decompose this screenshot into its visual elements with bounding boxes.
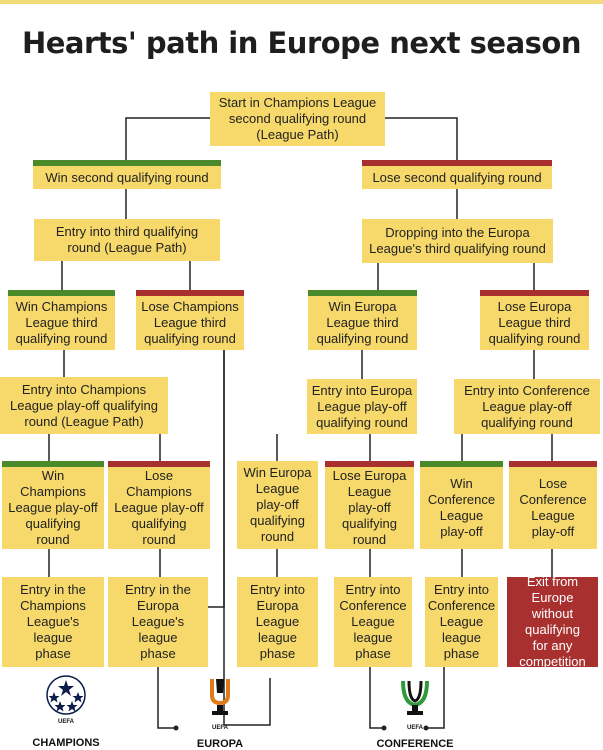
lose-el-third-qualifying-node: Lose Europa League third qualifying roun… bbox=[480, 290, 589, 350]
dropping-europa-third-qualifying-node: Dropping into the Europa League's third … bbox=[362, 219, 553, 263]
start-node: Start in Champions League second qualify… bbox=[210, 92, 385, 146]
cl-uefa-label: UEFA bbox=[57, 719, 74, 725]
el-name-label: EUROPA bbox=[196, 738, 244, 750]
lose-second-qualifying-node: Lose second qualifying round bbox=[362, 160, 552, 189]
top-accent-bar bbox=[0, 0, 603, 4]
europa-league-logo: UEFA EUROPA bbox=[180, 675, 260, 750]
win-second-qualifying-node: Win second qualifying round bbox=[33, 160, 221, 189]
win-cl-playoff-node: Win Champions League play-off qualifying… bbox=[2, 461, 104, 549]
europa-trophy-icon bbox=[210, 679, 230, 715]
conference-league-logo: UEFA CONFERENCE bbox=[370, 675, 460, 750]
ecl-uefa-label: UEFA bbox=[406, 725, 423, 731]
conference-league-phase-node-a: Entry into Conference League league phas… bbox=[334, 577, 412, 667]
el-league-phase-node-a: Entry in the Europa League's league phas… bbox=[108, 577, 208, 667]
conference-trophy-icon bbox=[401, 680, 429, 715]
win-conference-playoff-node: Win Conference League play-off bbox=[420, 461, 503, 549]
entry-conference-playoff-node: Entry into Conference League play-off qu… bbox=[454, 379, 600, 434]
champions-league-logo: UEFA CHAMPIONS bbox=[22, 674, 110, 750]
entry-cl-playoff-node: Entry into Champions League play-off qua… bbox=[0, 377, 168, 434]
starball-icon bbox=[46, 675, 86, 715]
ecl-name-label: CONFERENCE bbox=[376, 738, 454, 750]
entry-third-qualifying-node: Entry into third qualifying round (Leagu… bbox=[34, 219, 220, 261]
conference-league-phase-node-b: Entry into Conference League league phas… bbox=[425, 577, 498, 667]
lose-el-playoff-node: Lose Europa League play-off qualifying r… bbox=[325, 461, 414, 549]
win-cl-third-qualifying-node: Win Champions League third qualifying ro… bbox=[8, 290, 115, 350]
lose-conference-playoff-node: Lose Conference League play-off bbox=[509, 461, 597, 549]
el-league-phase-node-b: Entry into Europa League league phase bbox=[237, 577, 318, 667]
cl-league-phase-node: Entry in the Champions League's league p… bbox=[2, 577, 104, 667]
el-uefa-label: UEFA bbox=[211, 725, 228, 731]
page-title: Hearts' path in Europe next season bbox=[21, 26, 582, 60]
lose-cl-playoff-node: Lose Champions League play-off qualifyin… bbox=[108, 461, 210, 549]
exit-europe-node: Exit from Europe without qualifying for … bbox=[507, 574, 598, 669]
win-el-third-qualifying-node: Win Europa League third qualifying round bbox=[308, 290, 417, 350]
lose-cl-third-qualifying-node: Lose Champions League third qualifying r… bbox=[136, 290, 244, 350]
entry-el-playoff-node: Entry into Europa League play-off qualif… bbox=[307, 379, 417, 434]
cl-name-label: CHAMPIONS bbox=[32, 737, 100, 749]
win-el-playoff-node: Win Europa League play-off qualifying ro… bbox=[237, 461, 318, 549]
